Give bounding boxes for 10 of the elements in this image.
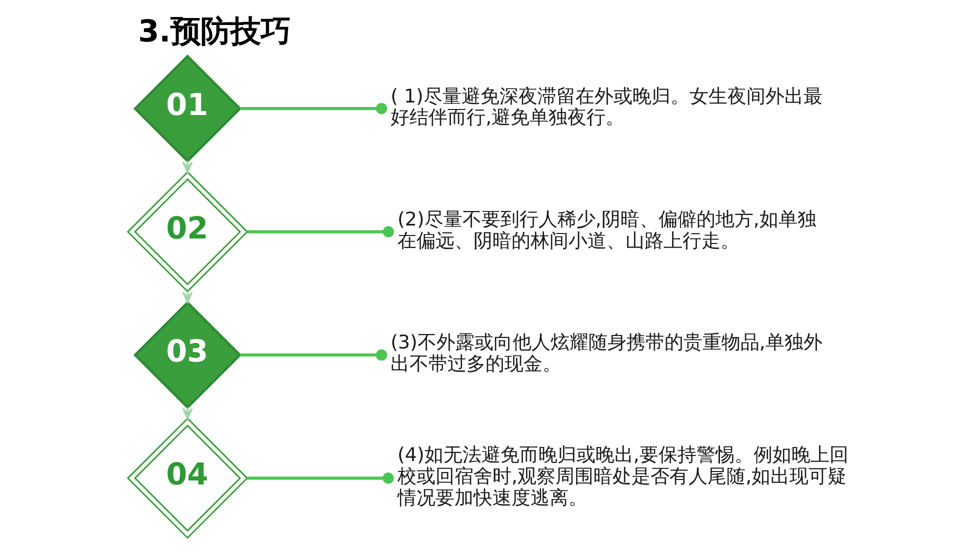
connector bbox=[246, 472, 394, 484]
node-text: (3)不外露或向他人炫耀随身携带的贵重物品,单独外出不带过多的现金。 bbox=[390, 332, 822, 376]
node-diamond: 04 bbox=[126, 417, 248, 539]
diagram-title: 3.预防技巧 bbox=[138, 14, 290, 50]
connector bbox=[246, 226, 394, 238]
connector bbox=[239, 349, 387, 361]
connector bbox=[239, 102, 387, 114]
node-text: (2)尽量不要到行人稀少,阴暗、偏僻的地方,如单独在偏远、阴暗的林间小道、山路上行走。 bbox=[397, 208, 816, 252]
node-text: (4)如无法避免而晚归或晚出,要保持警惕。例如晚上回校或回宿舍时,观察周围暗处是否有人尾随,如出现可疑情况要加快速度逃离。 bbox=[397, 444, 848, 510]
node-text: ( 1)尽量避免深夜滞留在外或晚归。女生夜间外出最好结伴而行,避免单独夜行。 bbox=[390, 85, 822, 129]
